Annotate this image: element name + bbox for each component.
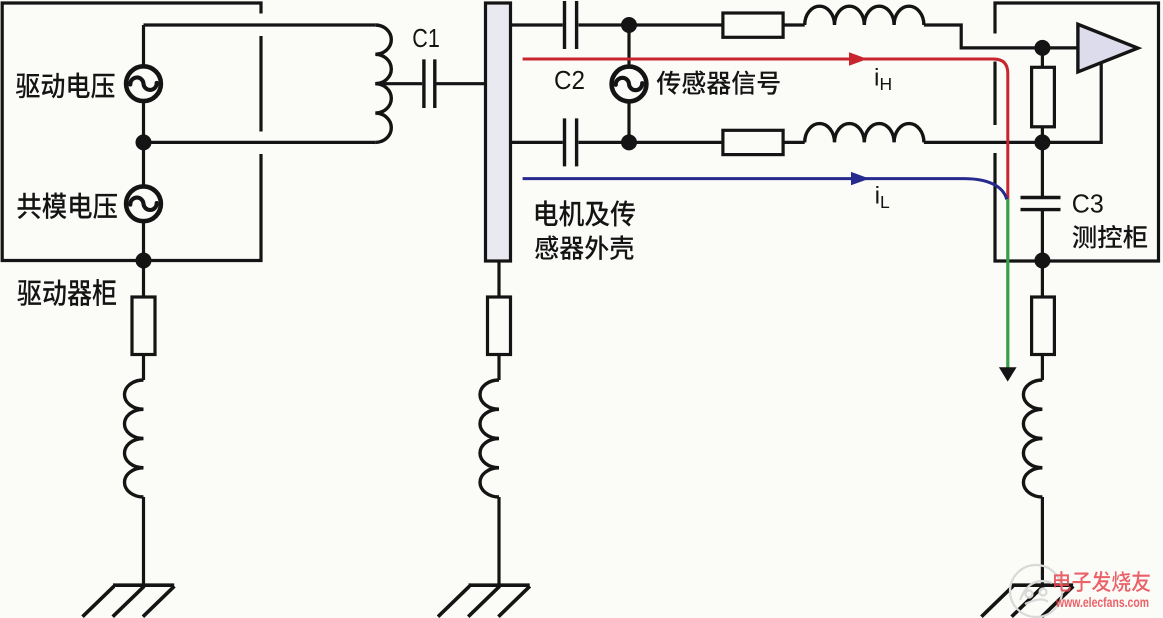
svg-text:www.elecfans.com: www.elecfans.com xyxy=(1055,595,1149,610)
svg-text:C3: C3 xyxy=(1072,189,1104,219)
svg-text:iH: iH xyxy=(874,64,892,94)
svg-text:C2: C2 xyxy=(554,65,585,95)
svg-text:iL: iL xyxy=(875,183,890,212)
svg-text:C1: C1 xyxy=(412,23,440,53)
